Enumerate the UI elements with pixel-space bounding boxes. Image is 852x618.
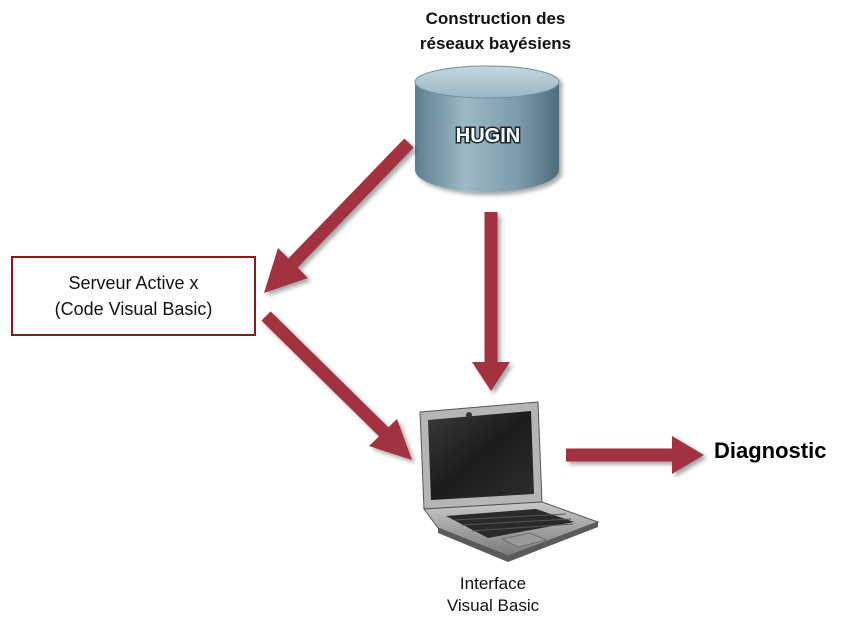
bottom-caption: Interface Visual Basic [418,573,568,617]
database-label: HUGIN [456,125,520,147]
bottom-caption-line1: Interface [459,574,527,593]
arrow-laptop-to-diagnostic [566,436,704,474]
arrow-database-to-laptop [472,212,510,391]
arrow-server-to-laptop [261,311,412,460]
top-caption-line1: Construction des [425,9,566,28]
bottom-caption-line2: Visual Basic [446,596,540,615]
diagnostic-label: Diagnostic [714,438,827,463]
server-box-line2: (Code Visual Basic) [54,299,213,319]
arrow-database-to-server [264,138,414,293]
top-caption: Construction des réseaux bayésiens [388,6,603,56]
database-cylinder-icon [414,65,560,192]
top-caption-line2: réseaux bayésiens [419,34,572,53]
laptop-icon [419,401,600,562]
server-box-line1: Serveur Active x [68,273,199,293]
server-box: Serveur Active x (Code Visual Basic) [11,256,256,336]
